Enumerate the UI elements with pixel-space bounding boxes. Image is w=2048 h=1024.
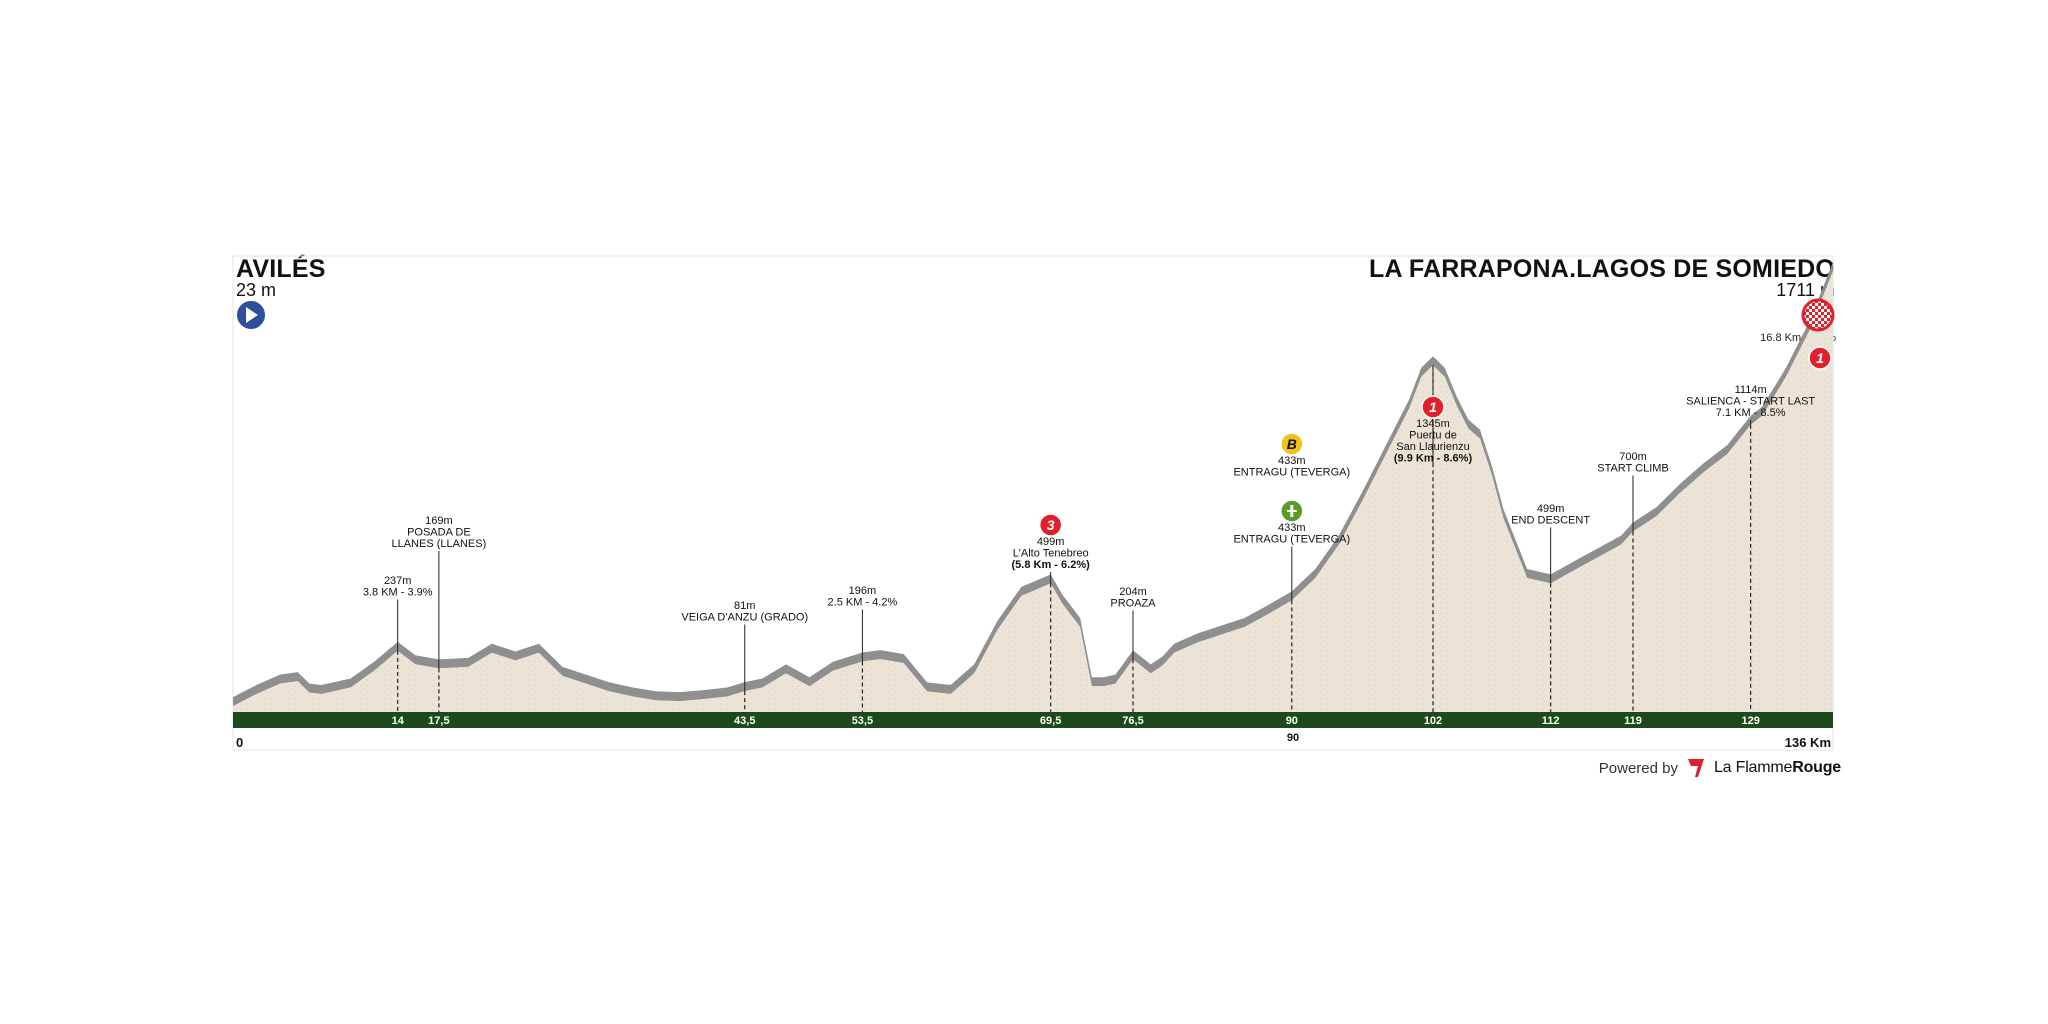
- km-tick-5: 76,5: [1122, 715, 1143, 727]
- km-tick-1: 17,5: [428, 715, 449, 727]
- marker-label-km-69-5-0: 499m: [1037, 536, 1065, 548]
- flamme-rouge-logo-icon: [1687, 759, 1704, 777]
- start-altitude: 23 m: [236, 280, 277, 300]
- kom-cat-1-icon: 1: [1421, 395, 1445, 419]
- marker-label-km-90-1: ENTRAGU (TEVERGA): [1233, 534, 1350, 546]
- marker-label-km-53-5-0: 196m: [849, 585, 877, 597]
- kom-finish-badge: [1808, 346, 1832, 370]
- marker-label-km-14-0: 237m: [384, 575, 412, 587]
- checkered-flag-icon: [1801, 298, 1835, 332]
- marker-label-km-102-0: 1345m: [1416, 418, 1450, 430]
- marker-label-km-102-1: Puertu de: [1409, 430, 1457, 442]
- marker-label-km-129-1: SALIENCA - START LAST: [1686, 396, 1815, 408]
- start-town: AVILÉS: [236, 255, 326, 283]
- kom-cat-1-finish-icon: 1: [1808, 346, 1832, 370]
- marker-label-km-43-5-1: VEIGA D'ANZU (GRADO): [681, 612, 808, 624]
- axis-end-label: 136 Km: [1785, 735, 1831, 750]
- marker-label-km-112-0: 499m: [1537, 503, 1565, 515]
- play-icon: [235, 299, 267, 331]
- axis-start-label: 0: [236, 735, 243, 750]
- marker-label-km-129-2: 7.1 KM - 8.5%: [1716, 407, 1786, 419]
- marker-label-km-69-5-2: (5.8 Km - 6.2%): [1012, 559, 1091, 571]
- marker-label-km-17-5-1: POSADA DE: [407, 527, 471, 539]
- kom-finish-label: 1: [1816, 350, 1824, 366]
- kom-cat-1-icon-badge: [1421, 395, 1445, 419]
- checkered-flag-badge: [1801, 298, 1835, 332]
- marker-label-km-112-1: END DESCENT: [1511, 515, 1590, 527]
- marker-label-km-76-5-1: PROAZA: [1110, 598, 1156, 610]
- intermediate-sprint-icon: [1280, 499, 1304, 523]
- bonus-sprint-icon-label: B: [1287, 436, 1297, 452]
- kom-cat-3-icon-label: 3: [1047, 517, 1055, 533]
- marker-label-km-90-0: 433m: [1278, 455, 1306, 467]
- marker-label-km-69-5-1: L'Alto Tenebreo: [1013, 548, 1089, 560]
- finish-town: LA FARRAPONA.LAGOS DE SOMIEDO: [1368, 255, 1835, 283]
- km-tick-4: 69,5: [1040, 715, 1061, 727]
- km-tick-7: 102: [1424, 715, 1442, 727]
- terrain-profile-area: [233, 270, 1833, 712]
- km-tick-3: 53,5: [852, 715, 873, 727]
- kom-cat-3-icon-badge: [1038, 513, 1063, 537]
- brand-part-b: Rouge: [1792, 759, 1841, 776]
- km-tick-0: 14: [392, 715, 405, 727]
- km-tick-2: 43,5: [734, 715, 755, 727]
- bonus-sprint-icon: B: [1280, 432, 1304, 456]
- marker-label-km-53-5-1: 2.5 KM - 4.2%: [828, 597, 898, 609]
- marker-label-km-90-0: 433m: [1278, 522, 1306, 534]
- km-bar: [233, 712, 1833, 728]
- marker-label-km-43-5-0: 81m: [734, 600, 755, 612]
- marker-label-km-119-0: 700m: [1619, 451, 1647, 463]
- marker-label-km-14-1: 3.8 KM - 3.9%: [363, 587, 433, 599]
- credit: Powered by La FlammeRouge: [1599, 757, 1841, 779]
- below-axis-label: 90: [1287, 732, 1299, 744]
- marker-label-km-119-1: START CLIMB: [1597, 463, 1669, 475]
- brand-name: La FlammeRouge: [1714, 759, 1841, 777]
- marker-label-km-17-5-0: 169m: [425, 515, 453, 527]
- marker-label-km-102-3: (9.9 Km - 8.6%): [1394, 453, 1473, 465]
- km-tick-8: 112: [1542, 715, 1560, 727]
- bonus-sprint-icon-badge: [1280, 432, 1304, 456]
- km-tick-10: 129: [1741, 715, 1759, 727]
- km-tick-6: 90: [1286, 715, 1298, 727]
- marker-label-km-76-5-0: 204m: [1119, 586, 1147, 598]
- km-tick-9: 119: [1624, 715, 1642, 727]
- kom-cat-1-icon-label: 1: [1429, 399, 1437, 415]
- marker-label-km-102-2: San Llaurienzu: [1396, 441, 1469, 453]
- powered-by-label: Powered by: [1598, 759, 1678, 777]
- intermediate-sprint-icon-cross: [1286, 510, 1297, 512]
- brand-part-a: La Flamme: [1713, 759, 1793, 776]
- marker-label-km-90-1: ENTRAGU (TEVERGA): [1233, 467, 1350, 479]
- marker-label-km-17-5-2: LLANES (LLANES): [391, 538, 486, 550]
- marker-label-km-129-0: 1114m: [1735, 384, 1767, 396]
- kom-cat-3-icon: 3: [1038, 513, 1063, 537]
- play-icon-triangle: [246, 307, 258, 323]
